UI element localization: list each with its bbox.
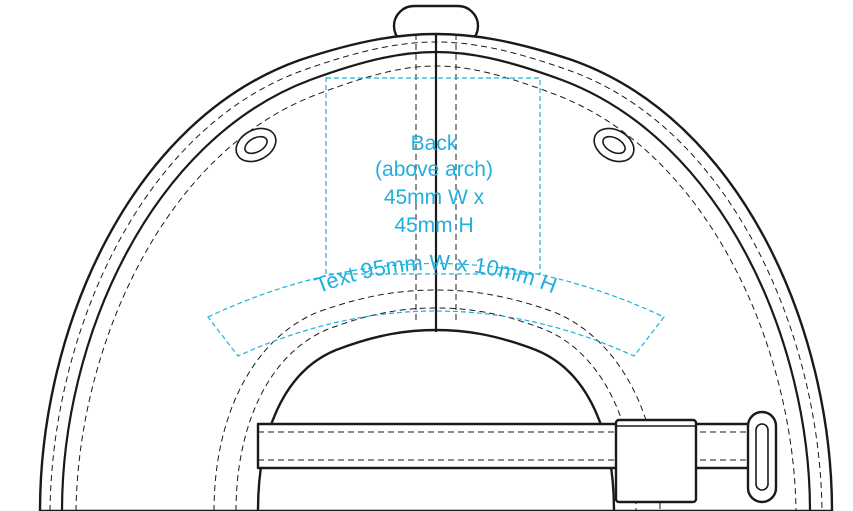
eyelet-right-icon [593, 127, 635, 163]
strap [256, 422, 622, 470]
back-zone-line-2: (above arch) [375, 158, 493, 181]
buckle-icon [614, 418, 698, 504]
back-zone-line-3: 45mm W x [384, 186, 485, 209]
eyelet-left-icon [235, 127, 277, 163]
center-seam [415, 34, 457, 332]
back-zone-line-1: Back [411, 132, 458, 155]
strap-ring-icon [746, 410, 778, 504]
back-zone-line-4: 45mm H [394, 214, 473, 237]
back-print-zone: Back (above arch) 45mm W x 45mm H [325, 77, 541, 275]
